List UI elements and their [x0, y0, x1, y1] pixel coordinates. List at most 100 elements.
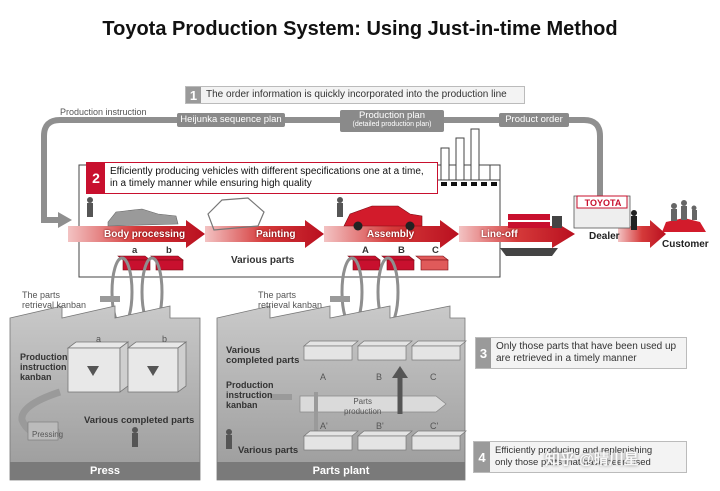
various-parts-top: Various parts — [231, 255, 295, 266]
shelf-label: B — [376, 372, 383, 382]
product-order-box: Product order — [499, 113, 569, 127]
down-arrow-icon — [87, 366, 99, 376]
note-4: 4 Efficiently producing and replenishing… — [473, 441, 687, 473]
note-3-number: 3 — [476, 338, 491, 368]
note-3-line1: Only those parts that have been used up — [496, 341, 677, 352]
dealer-figure — [631, 210, 637, 230]
retrieval-kanban-press: The parts retrieval kanban — [22, 290, 86, 310]
shelf-label: A — [320, 372, 327, 382]
instruction-loop-arrowhead — [58, 212, 72, 228]
shelf-label: A' — [320, 421, 328, 431]
bin-label: C — [432, 245, 439, 256]
bin-label: B — [398, 245, 405, 256]
parts-plant-worker — [226, 429, 232, 449]
production-instruction-label: Production instruction — [60, 107, 147, 117]
parts-bins-assembly — [347, 255, 449, 271]
kanban-card — [270, 394, 292, 400]
note-1: 1 The order information is quickly incor… — [185, 86, 525, 104]
parts-various-completed-line: completed parts — [226, 355, 300, 366]
production-plan-box: Production plan (detailed production pla… — [340, 110, 444, 132]
parts-kanban-line: instruction — [226, 390, 273, 400]
car-body-shell — [107, 208, 179, 227]
parts-various-completed-line: Various — [226, 345, 261, 356]
parts-production-label: Parts production — [344, 397, 381, 417]
bin-label: a — [132, 245, 138, 256]
note-3-line2: are retrieved in a timely manner — [496, 353, 637, 364]
step-line-off: Line-off — [481, 229, 518, 240]
parts-production-line: Parts — [353, 397, 373, 406]
note-4-number: 4 — [474, 442, 490, 472]
parts-production-band — [299, 395, 447, 413]
car-wheel — [353, 221, 363, 231]
heijunka-box: Heijunka sequence plan — [177, 113, 285, 127]
note-1-number: 1 — [186, 87, 201, 103]
dealer-sign — [576, 195, 628, 209]
parts-plant-lower-shelves — [303, 430, 467, 451]
press-kanban-line: Production — [20, 352, 68, 362]
note-4-line2: only those parts that have been used — [495, 457, 651, 468]
note-4-line1: Efficiently producing and replenishing — [495, 445, 653, 456]
car-assembled — [343, 205, 423, 227]
up-arrow-icon — [392, 366, 408, 378]
press-worker — [132, 427, 138, 447]
parts-production-kanban: Production instruction kanban — [226, 380, 274, 410]
parts-plant-footer — [217, 462, 465, 480]
worker-figure — [87, 197, 93, 217]
note-2: 2 Efficiently producing vehicles with di… — [86, 162, 438, 194]
parts-plant-name: Parts plant — [312, 465, 370, 477]
customer-family — [671, 200, 697, 221]
press-bin-label: b — [162, 334, 168, 344]
press-footer — [10, 462, 200, 480]
step-assembly: Assembly — [367, 229, 415, 240]
press-building — [9, 305, 201, 481]
car-wheel — [405, 221, 415, 231]
note-3: 3 Only those parts that have been used u… — [475, 337, 687, 369]
cargo-ship — [500, 248, 558, 256]
shelf-label: C' — [430, 421, 439, 431]
car-painting — [207, 197, 265, 231]
toyota-sign: TOYOTA — [584, 198, 622, 208]
parts-various-completed: Various completed parts — [226, 346, 299, 366]
parts-kanban-line: Production — [226, 380, 274, 390]
kanban-card — [330, 296, 350, 302]
production-plan-label: Production plan — [358, 110, 426, 121]
note-2-line2: in a timely manner while ensuring high q… — [110, 178, 312, 189]
bin-label: b — [166, 245, 172, 256]
customer-car — [662, 218, 706, 232]
retrieval-kanban-parts: The parts retrieval kanban — [258, 290, 322, 310]
car-carrier — [508, 214, 562, 228]
note-2-line1: Efficiently producing vehicles with diff… — [110, 166, 424, 177]
production-plan-sublabel: (detailed production plan) — [352, 121, 432, 128]
parts-production-line: production — [344, 407, 382, 416]
pressing-label: Pressing — [32, 430, 64, 439]
press-bin-label: a — [96, 334, 102, 344]
press-kanban-line: kanban — [20, 372, 52, 382]
retrieval-kanban-line1: The parts — [258, 290, 297, 300]
shelf-label: B' — [376, 421, 384, 431]
press-various-completed: Various completed parts — [84, 415, 195, 426]
step-body-processing: Body processing — [104, 229, 186, 240]
parts-kanban-line: kanban — [226, 400, 258, 410]
press-crate — [66, 341, 130, 393]
note-2-number: 2 — [87, 163, 105, 193]
worker-figure — [337, 197, 343, 217]
parts-various-parts: Various parts — [238, 445, 299, 456]
factory-chimneys — [430, 128, 501, 181]
bin-label: A — [362, 245, 369, 256]
retrieval-kanban-line2: retrieval kanban — [22, 300, 87, 310]
diagram-title: Toyota Production System: Using Just-in-… — [102, 18, 618, 40]
dealer-label: Dealer — [589, 231, 620, 242]
down-arrow-icon — [147, 366, 159, 376]
press-name: Press — [90, 465, 120, 477]
retrieval-kanban-line2: retrieval kanban — [258, 300, 323, 310]
factory-teeth — [441, 182, 497, 186]
press-production-kanban: Production instruction kanban — [20, 352, 68, 382]
watermark: 知乎 @晴川星 — [545, 451, 639, 468]
press-machine — [27, 421, 59, 441]
press-kanban-line: instruction — [20, 362, 67, 372]
shelf-label: C — [430, 372, 437, 382]
production-flow-band — [68, 220, 666, 248]
instruction-loop — [41, 117, 603, 223]
